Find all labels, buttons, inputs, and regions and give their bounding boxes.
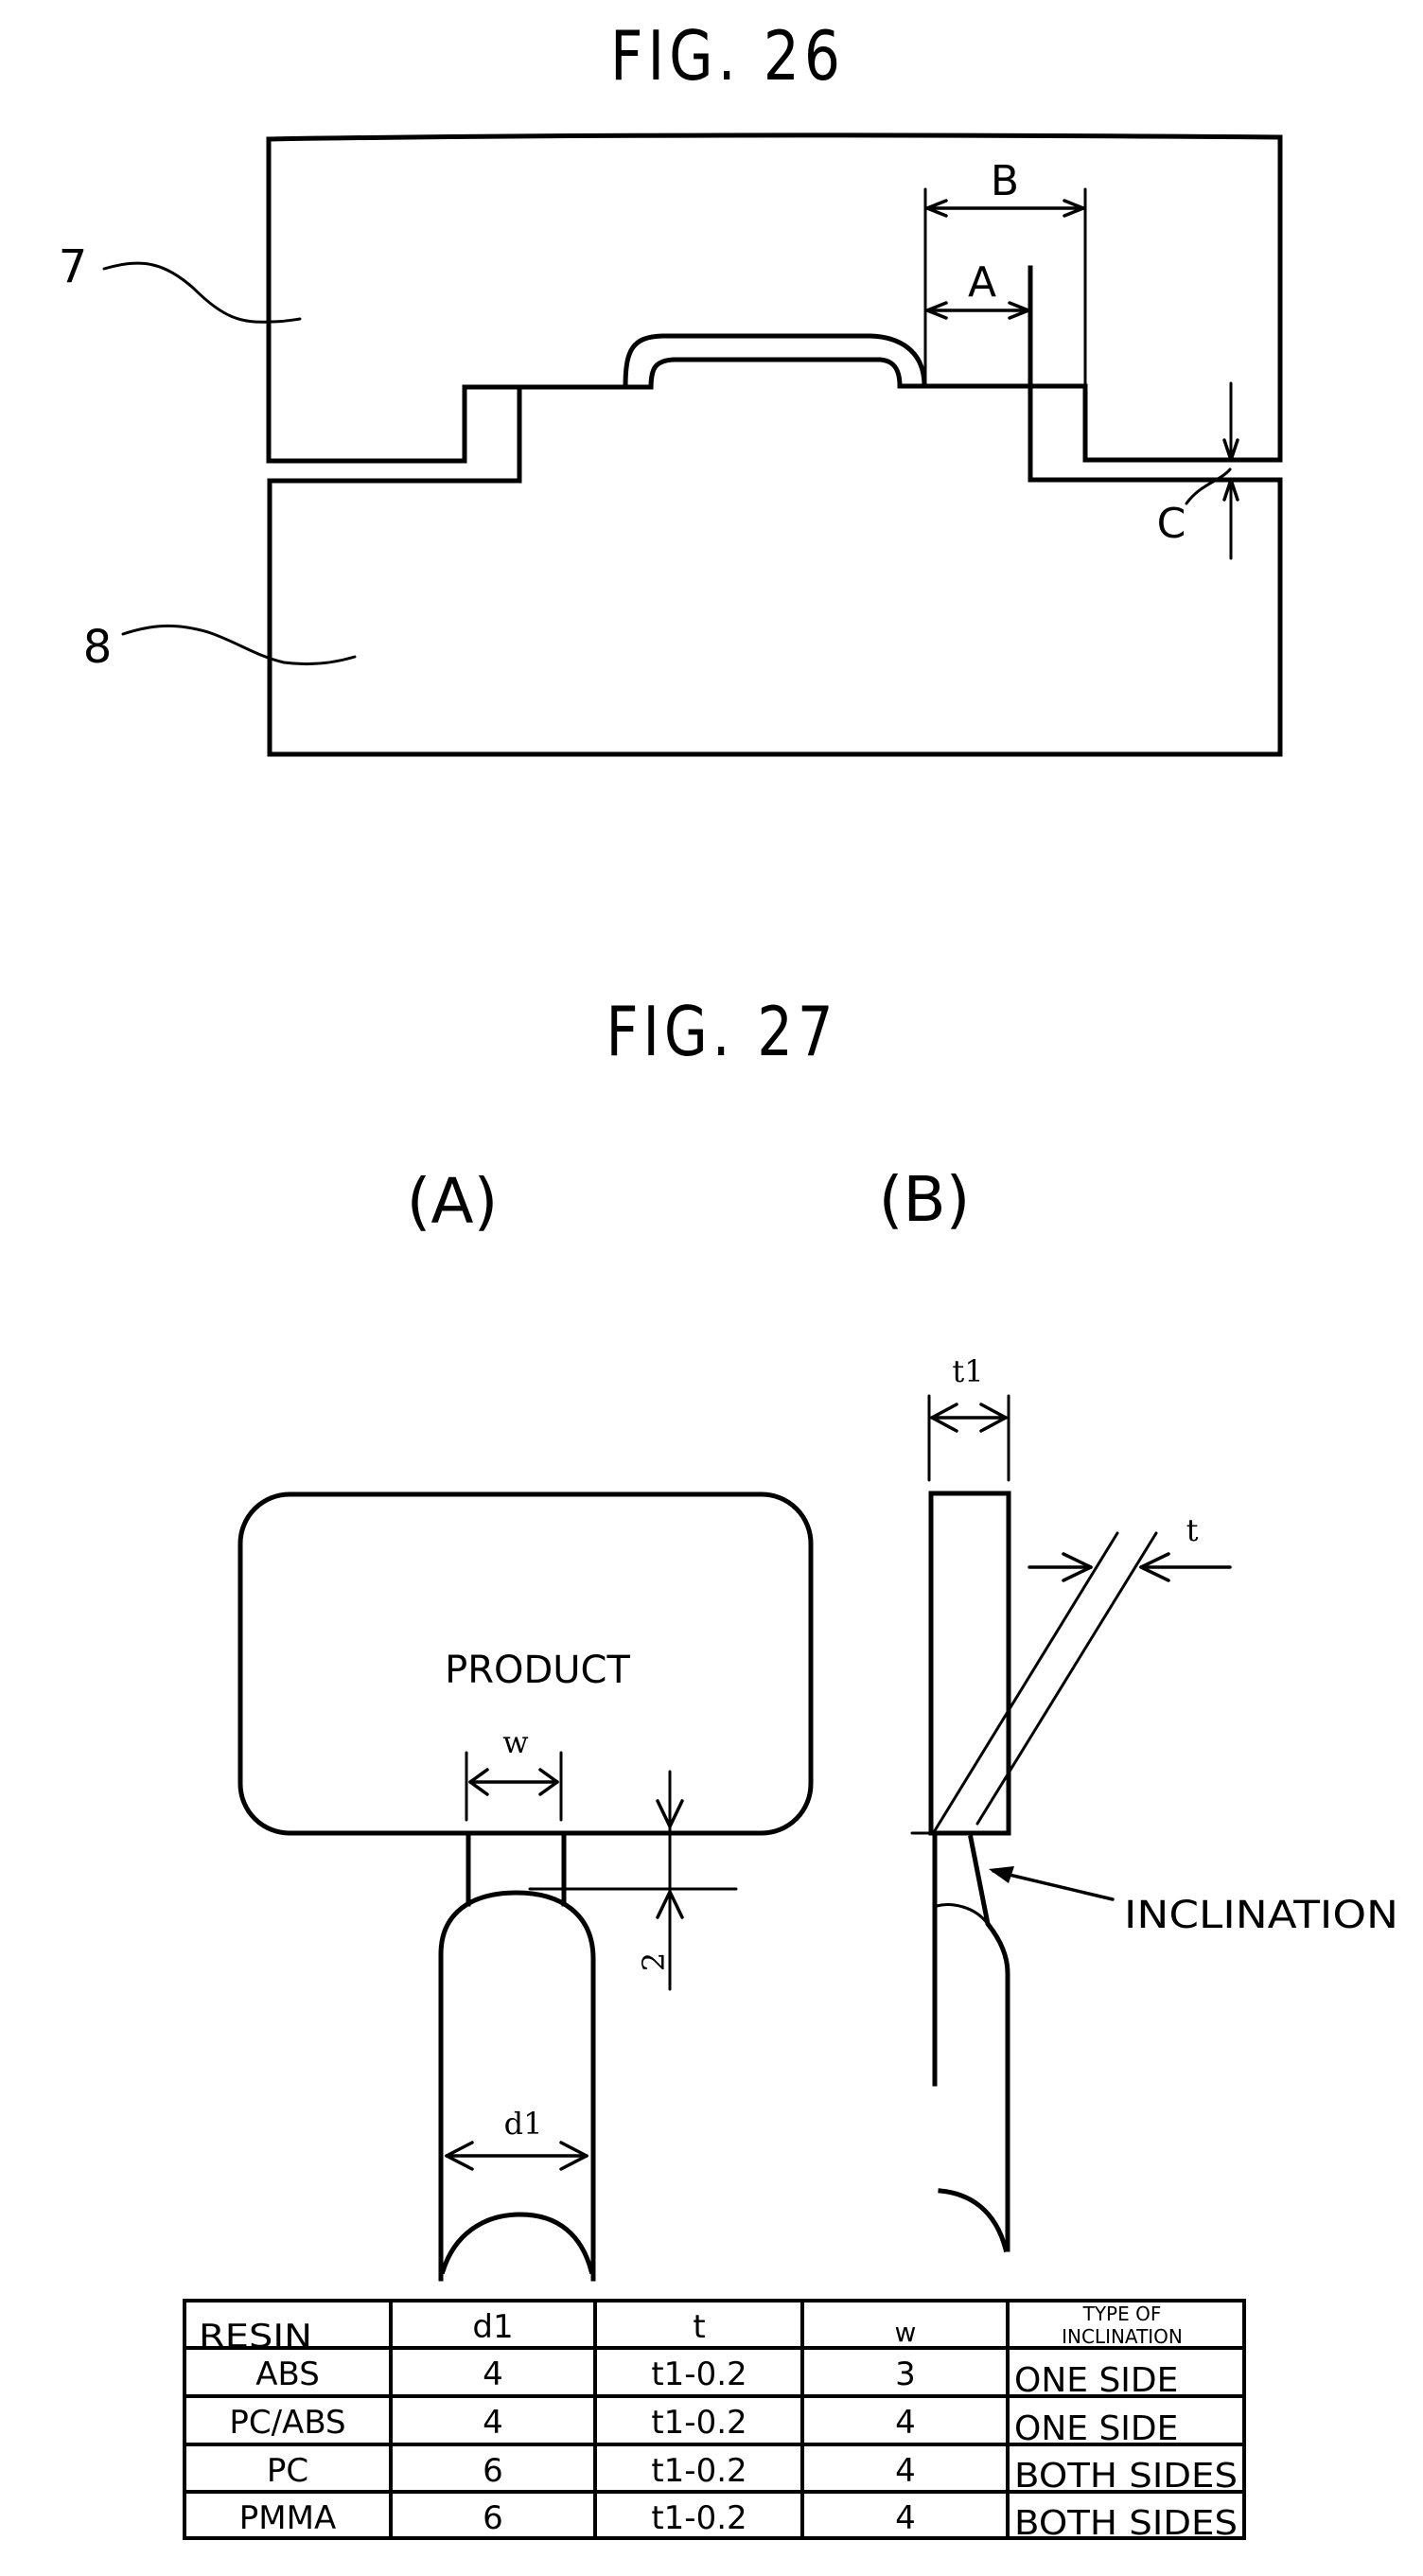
cell-t: t1-0.2 <box>651 2452 747 2490</box>
cell-w: 4 <box>895 2452 916 2490</box>
table-row: ABS 4 t1-0.2 3 ONE SIDE <box>255 2355 1178 2400</box>
product-side <box>931 1493 1009 1833</box>
runner-side-cut-end <box>940 2191 1006 2250</box>
cell-type: BOTH SIDES <box>1014 2457 1238 2496</box>
reference-8-label: 8 <box>83 621 113 674</box>
panel-b-side-view: t1 t INCLINATION <box>912 1353 1398 2250</box>
figure-26: FIG. 26 B A <box>59 16 1280 754</box>
runner-side-inclined-edge <box>971 1838 1008 2250</box>
upper-mold-outline <box>269 135 1280 461</box>
dimension-d1-label: d1 <box>504 2106 543 2142</box>
lower-mold-outline <box>270 268 1280 754</box>
product-cavity-bump <box>625 336 924 387</box>
figure-27: FIG. 27 (A) (B) PRODUCT w 2 <box>240 992 1398 2279</box>
dimension-b: B <box>925 157 1085 383</box>
cell-d1: 4 <box>483 2355 503 2393</box>
reference-8: 8 <box>83 621 355 674</box>
cell-type: BOTH SIDES <box>1014 2504 1238 2543</box>
panel-a-front-view: PRODUCT w 2 d1 <box>240 1494 811 2279</box>
table-row: PC 6 t1-0.2 4 BOTH SIDES <box>267 2452 1238 2496</box>
cell-t: t1-0.2 <box>651 2404 747 2442</box>
header-d1: d1 <box>472 2308 513 2346</box>
dimension-t-label: t <box>1186 1512 1199 1548</box>
header-t: t <box>693 2308 705 2346</box>
runner-cut-end <box>443 2214 591 2271</box>
inclined-gate-line-2 <box>977 1533 1156 1824</box>
figure-27-title: FIG. 27 <box>606 992 838 1071</box>
dimension-w-label: w <box>502 1724 528 1760</box>
inclination-label: INCLINATION <box>1124 1894 1398 1937</box>
header-w: w <box>895 2317 917 2348</box>
inclined-gate-line-1 <box>934 1533 1117 1832</box>
panel-b-label: (B) <box>879 1163 971 1236</box>
header-type-line2: INCLINATION <box>1062 2325 1183 2348</box>
reference-7: 7 <box>59 240 300 322</box>
cell-d1: 6 <box>483 2452 503 2490</box>
cell-d1: 6 <box>483 2499 503 2537</box>
dimension-c-label: C <box>1157 500 1186 548</box>
dimension-gate-length-label: 2 <box>636 1952 672 1971</box>
runner-outline <box>441 1893 593 2279</box>
cell-w: 4 <box>895 2499 916 2537</box>
reference-7-label: 7 <box>59 240 88 293</box>
dimension-b-label: B <box>991 157 1019 205</box>
header-type-line1: TYPE OF <box>1082 2303 1162 2325</box>
figure-26-title: FIG. 26 <box>610 16 845 96</box>
header-resin: RESIN <box>199 2318 312 2355</box>
cell-resin: PMMA <box>239 2499 336 2537</box>
cell-d1: 4 <box>483 2404 503 2442</box>
dimension-t1-label: t1 <box>952 1353 983 1389</box>
resin-table: RESIN d1 t w TYPE OF INCLINATION ABS 4 t… <box>184 2301 1244 2543</box>
cell-type: ONE SIDE <box>1014 2361 1178 2400</box>
cell-t: t1-0.2 <box>651 2355 747 2393</box>
cell-t: t1-0.2 <box>651 2499 747 2537</box>
table-row: PC/ABS 4 t1-0.2 4 ONE SIDE <box>229 2404 1178 2448</box>
cell-resin: ABS <box>255 2355 320 2393</box>
dimension-a: A <box>927 258 1028 318</box>
panel-a-label: (A) <box>407 1165 499 1238</box>
cell-w: 4 <box>895 2404 916 2442</box>
inclination-arrowhead <box>989 1866 1014 1883</box>
dimension-c: C <box>1157 383 1238 558</box>
cell-w: 3 <box>895 2355 916 2393</box>
cell-resin: PC <box>267 2452 308 2490</box>
product-label: PRODUCT <box>445 1649 630 1692</box>
dimension-a-label: A <box>968 258 996 307</box>
cell-type: ONE SIDE <box>1014 2409 1178 2448</box>
cell-resin: PC/ABS <box>229 2404 345 2442</box>
